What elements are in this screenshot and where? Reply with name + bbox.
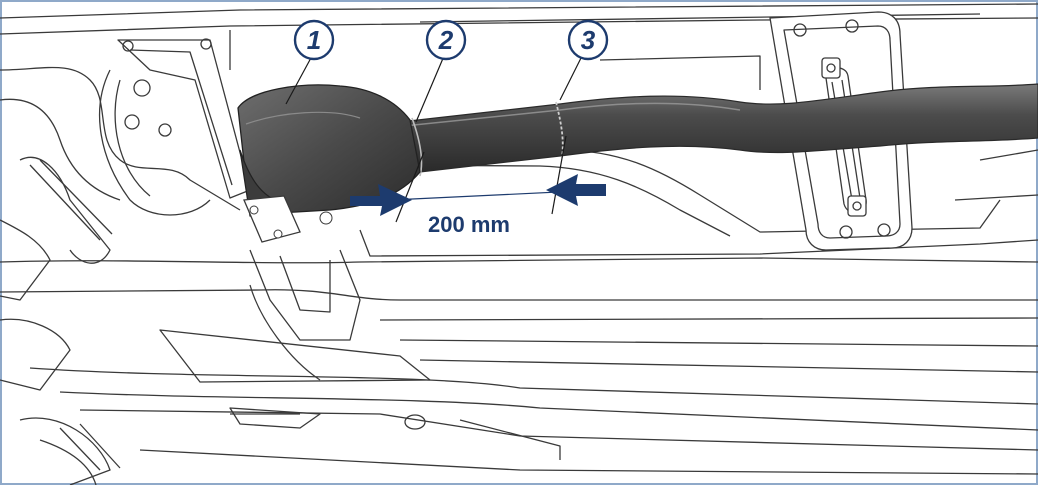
callout-1: 1 [293,19,335,61]
callout-circle [425,19,467,61]
callout-number: 2 [438,25,454,55]
dimension-label: 200 mm [428,212,510,237]
callout-2: 2 [425,19,467,61]
arrow-left-icon [546,174,606,206]
callout-number: 1 [307,25,321,55]
callout-leaders [285,55,583,223]
callout-3: 3 [567,19,609,61]
dimension-indicator: 200 mm [349,174,606,237]
callout-number: 3 [581,25,596,55]
catalytic-converter [237,84,421,243]
callout-circle [567,19,609,61]
leader-2 [415,55,445,123]
measure-line-right [551,135,567,215]
measure-line-left [395,151,425,223]
arrow-right-icon [350,184,412,216]
leader-3 [559,55,583,101]
exhaust-pipe [399,83,1038,177]
callout-circle [293,19,335,61]
leader-1 [285,55,313,105]
